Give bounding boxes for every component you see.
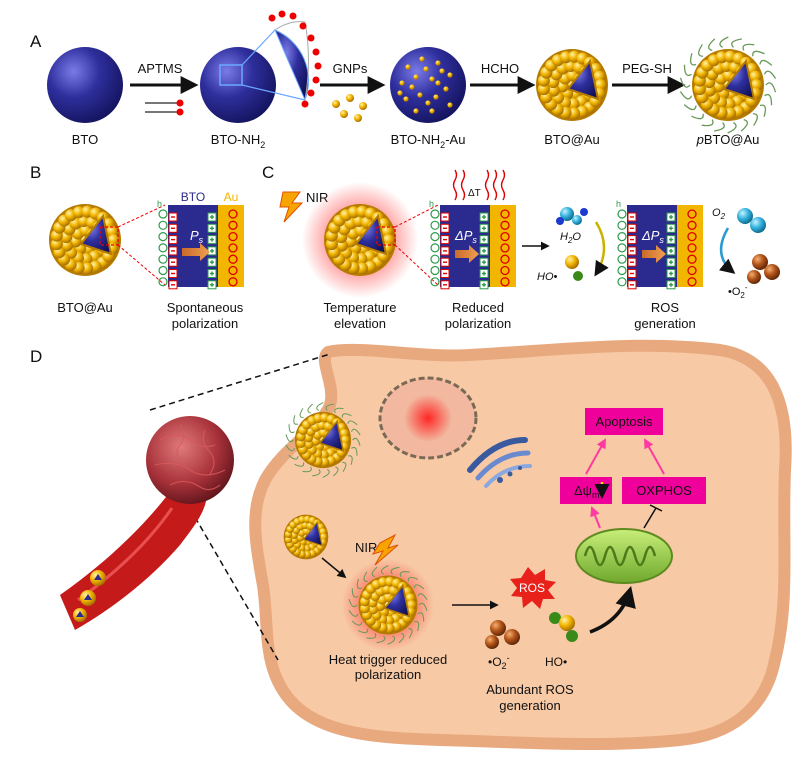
ho-label-c: HO• bbox=[537, 271, 558, 283]
golgi-organelle bbox=[467, 437, 532, 488]
caption-reduced-2: polarization bbox=[445, 316, 512, 331]
hydroxyl-cluster-d bbox=[549, 612, 578, 642]
panel-d-letter: D bbox=[30, 347, 42, 366]
zoom-box bbox=[219, 64, 243, 86]
amine-groups bbox=[268, 10, 322, 108]
ps-arrow bbox=[182, 243, 210, 261]
arrow-h2o-ho bbox=[594, 221, 609, 277]
superoxide-icon bbox=[747, 254, 780, 284]
o2-label: O2 bbox=[712, 207, 726, 221]
zoom-box-b bbox=[99, 226, 119, 246]
caption-spontaneous: Spontaneous bbox=[167, 300, 244, 315]
oxphos-label: OXPHOS bbox=[636, 483, 692, 498]
ho-label-d: HO• bbox=[545, 655, 567, 669]
caption-temp-1: Temperature bbox=[324, 300, 397, 315]
pbto-au-in-cell bbox=[285, 402, 361, 478]
gold-seeds bbox=[397, 56, 453, 114]
aptms-label: APTMS bbox=[138, 61, 183, 76]
dps-label-c2: ΔPs bbox=[641, 228, 664, 245]
bto-label: BTO bbox=[72, 132, 99, 147]
ros-burst-icon bbox=[510, 567, 556, 609]
bto-side-label: BTO bbox=[181, 190, 205, 204]
arrow-to-mitochondrion bbox=[589, 585, 636, 634]
zoom-line-top bbox=[149, 353, 331, 411]
polarization-interface-c2: ΔPs h bbox=[616, 199, 703, 290]
peg-sh-label: PEG-SH bbox=[622, 61, 672, 76]
heat-waves-icon bbox=[452, 169, 506, 201]
polarization-interface-c1: ΔPs h ΔT bbox=[429, 169, 516, 290]
abundant-caption-1: Abundant ROS bbox=[486, 682, 574, 697]
pathway-arrows bbox=[585, 438, 665, 529]
panel-c-letter: C bbox=[262, 163, 274, 182]
heat-caption-2: polarization bbox=[355, 667, 422, 682]
panel-a-letter: A bbox=[30, 32, 42, 51]
pbto-au-label: pBTO@Au bbox=[696, 132, 760, 147]
caption-bto-au: BTO@Au bbox=[57, 300, 113, 315]
polarization-interface-b: BTO Au Ps h bbox=[157, 190, 244, 290]
oxphos-box bbox=[622, 477, 706, 504]
bto-au-in-cell bbox=[283, 514, 329, 560]
hole-label: h bbox=[157, 199, 162, 209]
aptms-molecule-icon bbox=[145, 99, 184, 116]
caption-temp-2: elevation bbox=[334, 316, 386, 331]
bto-au-particle-a bbox=[536, 49, 608, 121]
zoom-wedge bbox=[274, 29, 309, 102]
caption-ros-2: generation bbox=[634, 316, 695, 331]
gold-nanoparticles-icon bbox=[332, 94, 367, 122]
water-molecule-icon bbox=[556, 207, 588, 225]
mitochondrion bbox=[575, 528, 673, 584]
zoom-line-bottom bbox=[184, 499, 279, 661]
au-side-label: Au bbox=[224, 190, 239, 204]
panel-d: D bbox=[30, 339, 792, 751]
bto-au-label: BTO@Au bbox=[544, 132, 600, 147]
h2o-label: H2O bbox=[560, 231, 581, 245]
hydroxyl-radical-icon bbox=[565, 255, 583, 281]
panel-b: B BTO@Au BTO Au Ps h Spontaneous polariz… bbox=[30, 163, 244, 331]
inhibition-arrow bbox=[643, 504, 663, 529]
vessel-nanoparticles bbox=[73, 570, 106, 622]
caption-ros-1: ROS bbox=[651, 300, 680, 315]
panel-a: A BTO APTMS BTO-NH2 GNPs bbox=[30, 10, 777, 150]
bto-au-particle-b bbox=[49, 204, 121, 276]
ps-label: Ps bbox=[190, 228, 204, 245]
tumor-mass bbox=[146, 416, 234, 504]
ros-burst-label: ROS bbox=[519, 581, 545, 595]
caption-polarization: polarization bbox=[172, 316, 239, 331]
nir-lightning-icon bbox=[279, 191, 304, 223]
dps-label-c1: ΔPs bbox=[454, 228, 477, 245]
svg-text:h: h bbox=[616, 199, 621, 209]
nucleus-organelle bbox=[378, 376, 478, 460]
heat-caption-1: Heat trigger reduced bbox=[329, 652, 448, 667]
panel-b-letter: B bbox=[30, 163, 41, 182]
arrow-to-heated bbox=[321, 557, 347, 579]
pbto-au-particle bbox=[679, 36, 777, 134]
svg-text:h: h bbox=[429, 199, 434, 209]
heated-particle-d bbox=[348, 565, 428, 645]
hcho-label: HCHO bbox=[481, 61, 519, 76]
bto-sphere bbox=[47, 47, 123, 123]
bto-nh2-label: BTO-NH2 bbox=[211, 132, 266, 150]
gnps-label: GNPs bbox=[333, 61, 368, 76]
caption-reduced-1: Reduced bbox=[452, 300, 504, 315]
nir-lightning-icon-d bbox=[371, 533, 399, 566]
oxygen-molecule-icon bbox=[737, 208, 766, 233]
panel-c: C NIR Temperature elevation ΔPs h bbox=[262, 163, 780, 331]
abundant-caption-2: generation bbox=[499, 698, 560, 713]
bto-nh2-au-label: BTO-NH2-Au bbox=[391, 132, 466, 150]
superoxide-cluster-d bbox=[485, 620, 520, 649]
heated-particle-c bbox=[324, 204, 396, 276]
apoptosis-box bbox=[585, 408, 663, 435]
arrow-o2-superoxide bbox=[718, 227, 736, 274]
apoptosis-label: Apoptosis bbox=[595, 414, 653, 429]
nir-label-d: NIR bbox=[355, 540, 377, 555]
superoxide-label-c: •O2- bbox=[728, 283, 748, 300]
superoxide-label-d: •O2- bbox=[488, 653, 510, 671]
delta-t-label: ΔT bbox=[468, 188, 481, 199]
